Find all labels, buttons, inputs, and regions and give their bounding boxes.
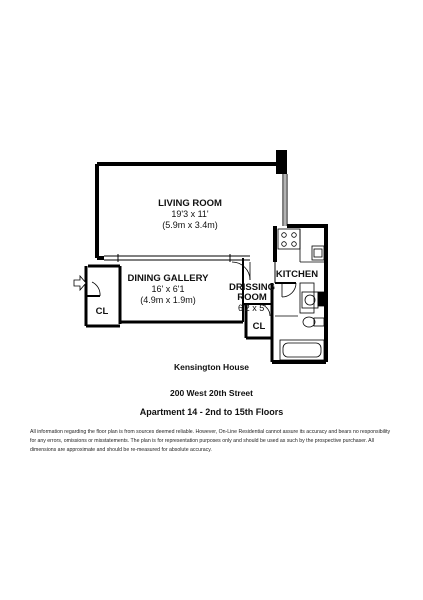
dressing-room-name-line1: DRISSING	[229, 282, 275, 293]
entry-arrow-icon	[73, 274, 87, 292]
apartment-title: Apartment 14 - 2nd to 15th Floors	[139, 407, 284, 417]
gallery-walls	[88, 258, 326, 364]
bathroom-fixtures	[275, 291, 327, 361]
living-room-walls	[95, 150, 288, 260]
sliding-partition	[104, 254, 250, 262]
door-swings	[231, 261, 297, 317]
living-room-dims-m: (5.9m x 3.4m)	[162, 220, 218, 230]
dining-gallery-dims-ft: 16' x 6'1	[152, 284, 185, 294]
left-closet-walls	[84, 266, 120, 328]
building-address: 200 West 20th Street	[170, 388, 253, 398]
living-room-name: LIVING ROOM	[158, 198, 222, 209]
right-closet-label: CL	[253, 321, 266, 332]
kitchen-fixtures	[277, 228, 325, 314]
disclaimer-text: All information regarding the floor plan…	[30, 429, 391, 453]
kitchen-name: KITCHEN	[276, 269, 318, 280]
dressing-room-dims: 6'2 x 5'	[238, 303, 266, 313]
dining-gallery-dims-m: (4.9m x 1.9m)	[140, 295, 196, 305]
dressing-room-name-line2: ROOM	[237, 292, 267, 303]
building-name: Kensington House	[173, 362, 250, 372]
dining-gallery-name: DINING GALLERY	[128, 273, 210, 284]
living-room-dims-ft: 19'3 x 11'	[171, 209, 209, 219]
left-closet-label: CL	[96, 306, 109, 317]
